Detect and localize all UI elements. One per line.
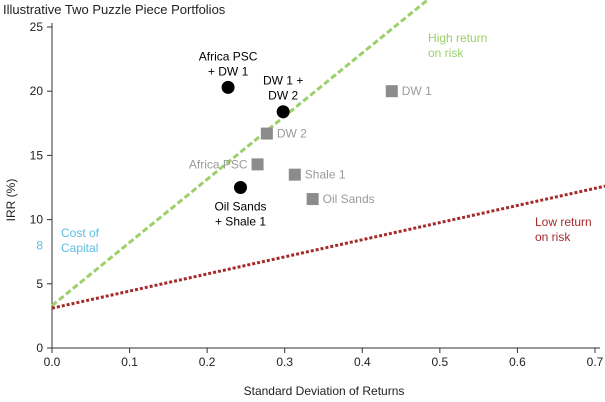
square-marker [288,168,301,181]
x-tick-label: 0.6 [509,355,526,369]
x-tick-label: 0.0 [44,355,61,369]
y-tick-label: 25 [30,20,44,34]
x-tick-label: 0.3 [276,355,293,369]
high-return-line [51,0,430,307]
y-axis-label: IRR (%) [4,179,18,222]
point-label: DW 1 +DW 2 [263,74,303,103]
x-tick-label: 0.5 [432,355,449,369]
low-return-line [51,184,605,310]
square-marker [385,85,398,98]
circle-marker [221,80,235,94]
x-axis-label: Standard Deviation of Returns [244,384,405,398]
y-tick-label: 15 [30,148,44,162]
chart-title: Illustrative Two Puzzle Piece Portfolios [3,2,226,17]
square-marker [260,127,273,140]
point-label: Shale 1 [305,168,346,182]
point-label: Oil Sands [323,192,375,206]
x-tick-label: 0.2 [199,355,216,369]
point-label: Oil Sands+ Shale 1 [214,200,266,229]
y-tick-label: 10 [30,213,44,227]
point-label: Africa PSC [189,157,248,171]
x-tick-label: 0.4 [354,355,371,369]
point-label: Africa PSC+ DW 1 [199,49,258,78]
data-points: DW 1 DW 2 Africa PSC Shale 1 Oil Sands Africa… [189,49,432,228]
y-tick-label: 5 [36,277,43,291]
x-tick-label: 0.7 [587,355,604,369]
square-marker [306,193,319,206]
square-marker [251,158,264,171]
point-label: DW 2 [277,127,307,141]
circle-marker [233,181,247,194]
circle-marker [276,105,290,119]
cost-of-capital-value: 8 [36,238,43,252]
y-tick-label: 0 [36,341,43,355]
y-tick-label: 20 [30,84,44,98]
axes: 0.0 0.1 0.2 0.3 0.4 0.5 0.6 0.7 0 5 10 15 20 25 [30,20,604,369]
point-label: DW 1 [402,84,432,98]
x-tick-label: 0.1 [121,355,138,369]
